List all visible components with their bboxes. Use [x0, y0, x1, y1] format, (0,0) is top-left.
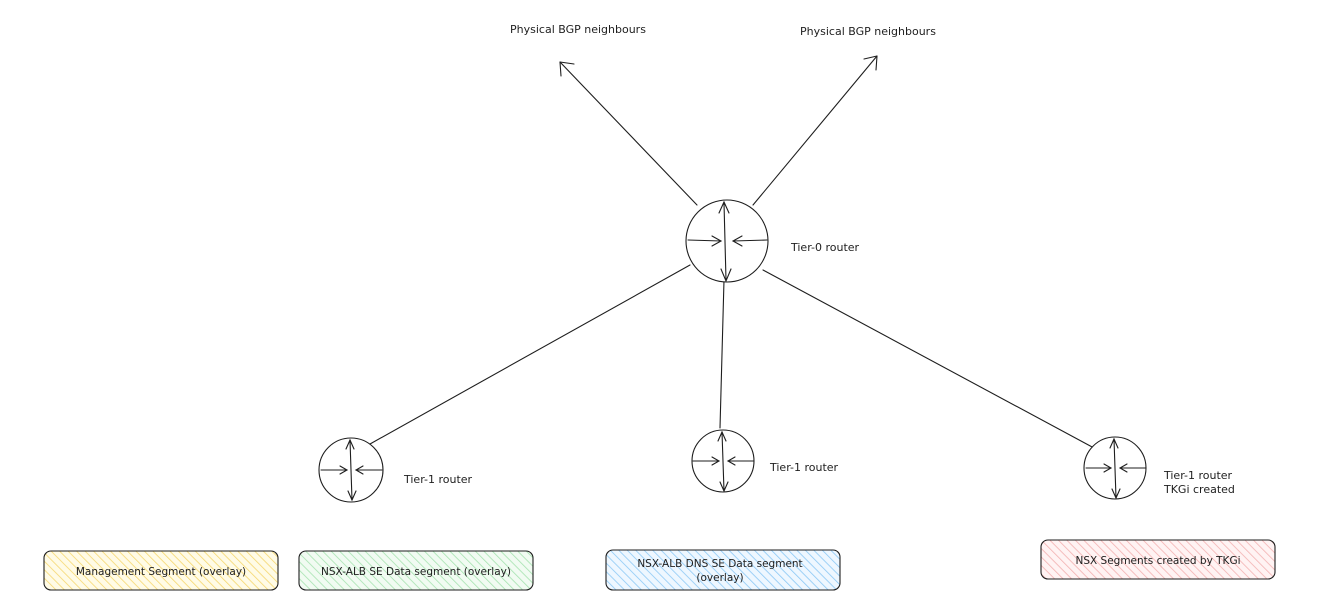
- link-tier0-tier1-mid: [719, 279, 725, 429]
- segment-management-label: Management Segment (overlay): [76, 566, 246, 578]
- segment-nsx-alb-dns-se-data: NSX-ALB DNS SE Data segment (overlay): [605, 549, 841, 591]
- uplink-arrow-left: [559, 61, 698, 206]
- tier0-router-icon: [685, 199, 769, 283]
- tier0-label: Tier-0 router: [790, 241, 860, 254]
- tier1-left-label: Tier-1 router: [403, 473, 473, 486]
- link-tier0-tier1-right: [762, 269, 1095, 449]
- link-tier0-tier1-left: [369, 264, 691, 445]
- segment-nsx-alb-se-data-label: NSX-ALB SE Data segment (overlay): [321, 566, 511, 578]
- segment-nsx-alb-se-data: NSX-ALB SE Data segment (overlay): [298, 550, 534, 591]
- tier1-mid-label: Tier-1 router: [769, 461, 839, 474]
- segment-management: Management Segment (overlay): [43, 550, 279, 591]
- segment-nsx-alb-dns-se-data-label-line1: NSX-ALB DNS SE Data segment: [637, 558, 802, 570]
- tier1-mid-router-icon: [691, 429, 755, 493]
- segment-nsx-tkgi-label: NSX Segments created by TKGi: [1075, 555, 1240, 567]
- tier1-right-router-icon: [1083, 436, 1147, 500]
- uplink-arrow-right: [752, 55, 878, 206]
- tier1-right-label-line2: TKGi created: [1163, 483, 1235, 496]
- segment-nsx-alb-dns-se-data-label-line2: (overlay): [696, 572, 743, 584]
- tier1-left-router-icon: [318, 437, 384, 503]
- bgp-right-label: Physical BGP neighbours: [800, 25, 936, 38]
- bgp-left-label: Physical BGP neighbours: [510, 23, 646, 36]
- tier1-right-label-line1: Tier-1 router: [1163, 469, 1233, 482]
- segment-nsx-tkgi: NSX Segments created by TKGi: [1040, 539, 1276, 580]
